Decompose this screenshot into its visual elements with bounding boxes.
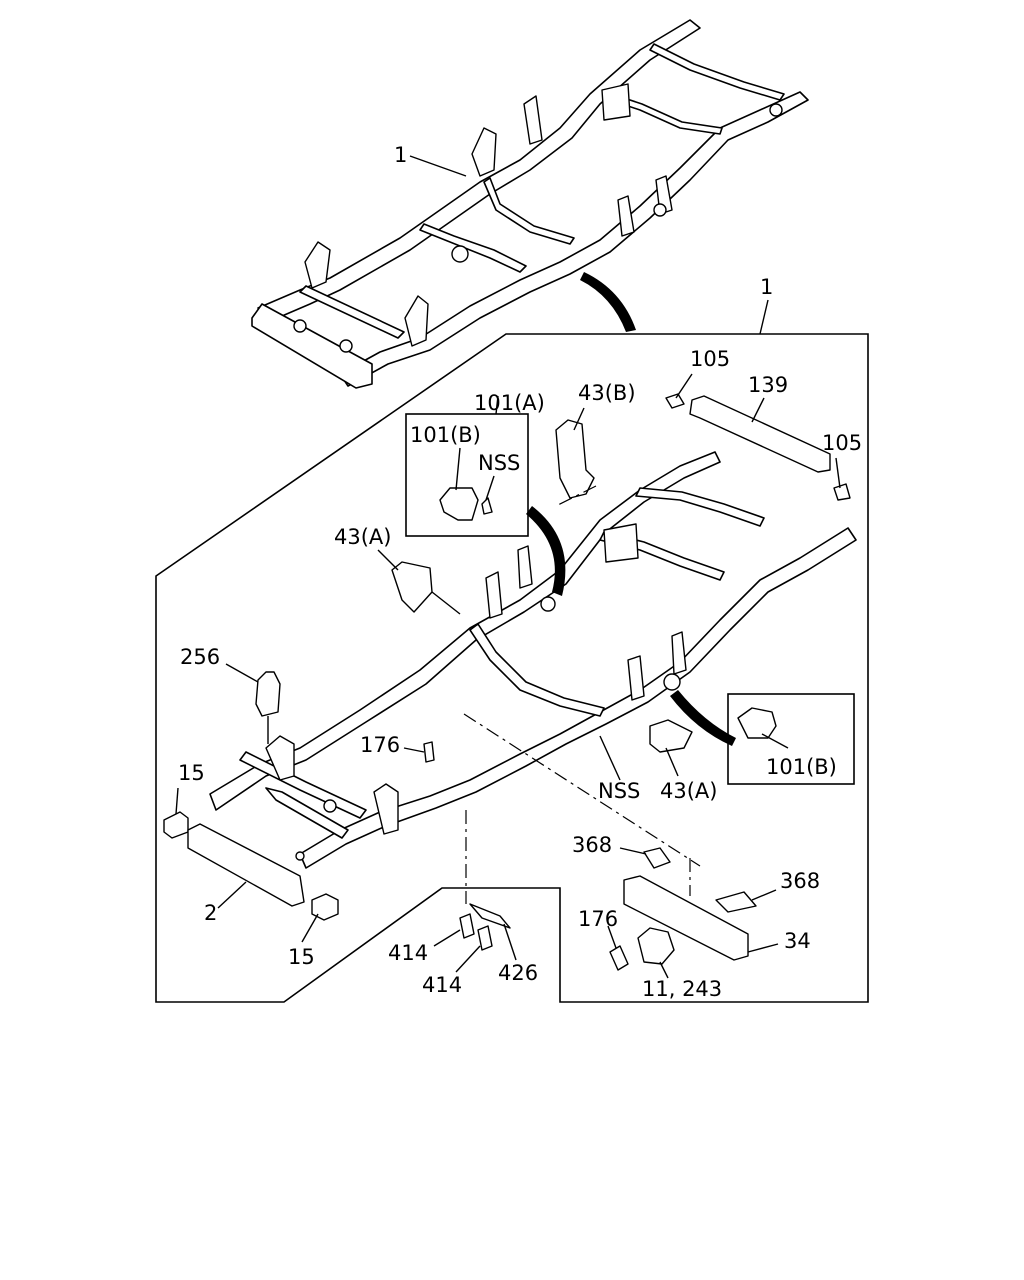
label-15-bottom: 15 [288,945,315,969]
mount-11-243 [637,927,675,965]
crossmember-139 [689,395,831,473]
zoom-arrow-top [580,272,636,332]
zoom-arrow-inset-101b [670,690,736,746]
mount-256 [255,671,281,717]
label-nss-inset: NSS [478,451,520,475]
inset-box-101a [405,413,529,537]
bolt-414-upper [459,913,475,939]
shim-368-right [715,891,757,913]
label-176-bottom: 176 [578,907,618,931]
bracket-43a-right [649,719,693,753]
label-105-right: 105 [822,431,862,455]
label-256: 256 [180,645,220,669]
label-368-left: 368 [572,833,612,857]
clip-105-right [833,483,851,501]
label-34: 34 [784,929,811,953]
label-368-right: 368 [780,869,820,893]
label-2: 2 [204,901,217,925]
crossmember-34 [623,875,749,961]
bolt-176-bottom [609,945,629,971]
label-101b-right: 101(B) [766,755,837,779]
label-43a-left: 43(A) [334,525,391,549]
label-101b-inset: 101(B) [410,423,481,447]
label-176-mid: 176 [360,733,400,757]
label-101a: 101(A) [474,391,545,415]
shim-368-left [643,847,671,869]
bolt-414-lower [477,925,493,951]
crossmember-2 [187,823,305,907]
zoom-arrow-inset-101a [526,506,566,596]
label-nss-main: NSS [598,779,640,803]
label-11-243: 11, 243 [642,977,722,1001]
label-15-top: 15 [178,761,205,785]
label-frame-top: 1 [394,143,407,167]
chassis-frame-main [209,451,857,869]
bracket-43b [555,419,595,499]
leader-lines [175,155,841,979]
label-105-top: 105 [690,347,730,371]
main-panel-border [155,333,869,1003]
label-43a-right: 43(A) [660,779,717,803]
label-139: 139 [748,373,788,397]
label-43b: 43(B) [578,381,636,405]
bracket-101b-right [737,707,777,739]
cushion-15-top [163,811,189,839]
cushion-15-bottom [311,893,339,921]
clip-105-top [665,393,685,409]
label-414-lower: 414 [422,973,462,997]
label-414-upper: 414 [388,941,428,965]
label-frame-main: 1 [760,275,773,299]
bracket-101b-inset [439,487,479,521]
chassis-frame-overview [251,19,809,389]
bolt-176-mid [423,741,435,763]
bracket-426 [469,903,511,929]
label-426: 426 [498,961,538,985]
